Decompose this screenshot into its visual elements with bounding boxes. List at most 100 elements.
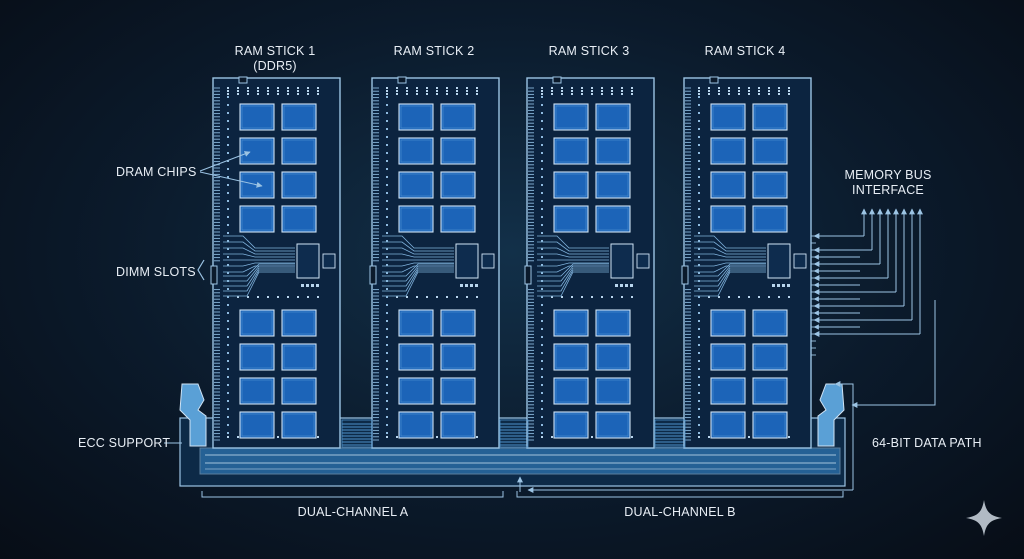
dram-chip (553, 377, 589, 405)
via-dot (541, 200, 543, 202)
smd-pad (446, 296, 448, 298)
stick-notch-top (397, 76, 407, 84)
smd-pad (551, 90, 553, 92)
smd-pad (297, 87, 299, 89)
smd-pad (456, 90, 458, 92)
via-dot (541, 216, 543, 218)
signal-trace (382, 271, 454, 297)
via-dot (386, 392, 388, 394)
smd-pad (708, 436, 710, 438)
data-path-label: 64-BIT DATA PATH (872, 436, 982, 450)
via-dot (227, 408, 229, 410)
ram-stick-1 (210, 76, 341, 449)
signal-trace (382, 265, 454, 282)
via-dot (386, 360, 388, 362)
dram-chip-inner (241, 413, 273, 437)
dram-chip (595, 137, 631, 165)
smd-pad (466, 87, 468, 89)
smd-pad (615, 284, 618, 287)
via-dot (386, 144, 388, 146)
smd-pad (227, 90, 229, 92)
via-dot (698, 344, 700, 346)
signal-trace (223, 265, 295, 282)
via-dot (541, 224, 543, 226)
via-dot (227, 368, 229, 370)
via-dot (541, 352, 543, 354)
channel-b-bracket (516, 491, 844, 498)
smd-pad (561, 87, 563, 89)
smd-pad (758, 90, 760, 92)
dimm-slots-label: DIMM SLOTS (116, 265, 196, 279)
smd-pad (631, 93, 633, 95)
smd-pad (758, 296, 760, 298)
smd-pad (787, 284, 790, 287)
via-dot (698, 408, 700, 410)
via-dot (386, 336, 388, 338)
via-dot (541, 384, 543, 386)
smd-pad (476, 296, 478, 298)
smd-pad (698, 436, 700, 438)
via-dot (541, 256, 543, 258)
via-dot (227, 136, 229, 138)
dram-chip (440, 343, 476, 371)
dram-chip (281, 205, 317, 233)
smd-pad (611, 296, 613, 298)
dram-chip (281, 171, 317, 199)
dram-chip-inner (283, 379, 315, 403)
dram-chip-inner (754, 413, 786, 437)
via-dot (698, 176, 700, 178)
dram-chip-inner (283, 105, 315, 129)
dram-chip (752, 171, 788, 199)
via-dot (541, 408, 543, 410)
smd-pad (621, 296, 623, 298)
smd-pad (551, 87, 553, 89)
via-dot (698, 104, 700, 106)
via-dot (227, 392, 229, 394)
dram-chip-inner (442, 139, 474, 163)
dram-chip-inner (712, 311, 744, 335)
via-dot (227, 96, 229, 98)
smd-pad (708, 296, 710, 298)
stick-2-title: RAM STICK 2 (393, 44, 475, 58)
dram-chip (440, 205, 476, 233)
via-dot (227, 184, 229, 186)
dram-chip (281, 411, 317, 439)
smd-pad (466, 93, 468, 95)
via-dot (698, 400, 700, 402)
dram-chip-inner (241, 105, 273, 129)
via-dot (541, 152, 543, 154)
smd-pad (456, 296, 458, 298)
via-dot (386, 96, 388, 98)
slot-latches (179, 383, 845, 447)
via-dot (541, 264, 543, 266)
via-dot (541, 208, 543, 210)
latch-right (817, 383, 845, 447)
annotations (164, 151, 936, 498)
smd-pad (396, 436, 398, 438)
smd-pad (446, 87, 448, 89)
dram-chip (553, 103, 589, 131)
dram-chip-inner (241, 311, 273, 335)
smd-pad (476, 87, 478, 89)
dram-chip-inner (442, 413, 474, 437)
smd-pad (316, 284, 319, 287)
dram-chip (595, 205, 631, 233)
smd-pad (277, 436, 279, 438)
smd-pad (718, 90, 720, 92)
smd-pad (287, 87, 289, 89)
smd-pad (782, 284, 785, 287)
smd-pad (571, 90, 573, 92)
via-dot (541, 432, 543, 434)
dram-chip (752, 309, 788, 337)
signal-trace (382, 253, 454, 258)
smd-pad (436, 87, 438, 89)
smd-pad (386, 93, 388, 95)
dram-chips-pointer (199, 151, 251, 172)
via-dot (227, 256, 229, 258)
smd-pad (625, 284, 628, 287)
signal-trace (223, 263, 295, 277)
via-dot (386, 320, 388, 322)
dram-chip-inner (400, 105, 432, 129)
via-dot (227, 232, 229, 234)
